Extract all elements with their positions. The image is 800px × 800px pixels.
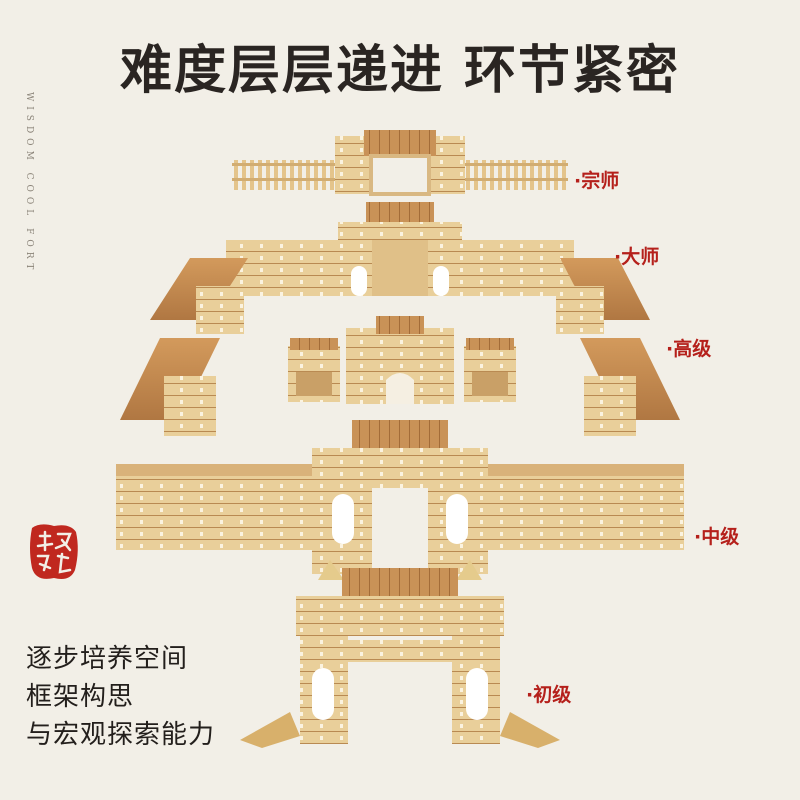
beginner-gate (240, 568, 560, 748)
advanced-compound (288, 316, 516, 404)
level-label-master: ·大师 (614, 246, 660, 268)
level-label-advanced: ·高级 (666, 338, 712, 360)
level-label-beginner: ·初级 (526, 684, 572, 706)
description-line-2: 框架构思 (26, 682, 135, 712)
level-label-grandmaster: ·宗师 (574, 170, 620, 192)
intermediate-fort (116, 420, 684, 588)
page-title: 难度层层递进 环节紧密 (119, 41, 681, 101)
description-line-3: 与宏观探索能力 (26, 720, 216, 750)
description-line-1: 逐步培养空间 (26, 644, 189, 674)
seal-stamp (26, 520, 82, 584)
brand-vertical-text: WISDOM COOL FORT (24, 92, 34, 275)
level-label-intermediate: ·中级 (694, 526, 740, 548)
master-fort (120, 202, 680, 436)
grandmaster-gate (232, 130, 568, 196)
